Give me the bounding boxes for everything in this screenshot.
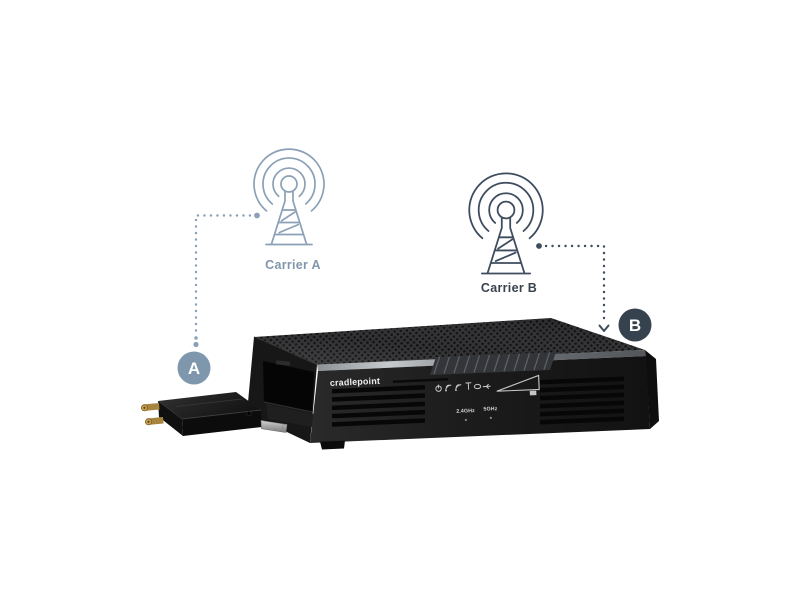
carrier-a-badge-circle [177,351,211,385]
band-5ghz-label: 5GHz [483,406,497,413]
indicator-row [435,374,540,396]
modem-connector-tab-tip [282,423,284,432]
antenna-connector [140,403,160,412]
dotted-path [544,244,606,324]
carrier-b-connector-dotted-line [536,243,610,332]
power-icon [435,384,442,392]
wifi-5ghz-led [489,416,492,419]
router-foot [320,440,345,450]
usb-icon [483,383,491,389]
modem-top-groove [175,398,243,407]
carrier-b-badge: B [618,308,652,342]
band-24ghz-label: 2.4GHz [456,408,475,415]
modem-connector-tab [260,420,288,433]
carrier-b-label: Carrier B [481,281,537,295]
front-slot [393,378,448,383]
cradlepoint-logo: cradlepoint [330,376,381,388]
left-vent-grille [332,385,425,427]
modem-bay-opening [263,361,314,412]
modem-screw [246,410,252,416]
wifi-24ghz-led [464,418,468,422]
right-vent-grille [540,376,624,425]
router-right-face [645,350,659,429]
carrier-a-badge: A [177,351,211,385]
dotted-line-start-dot [254,212,260,219]
antenna-connector [144,417,164,426]
modem-bay-latch [275,360,291,366]
wifi-24ghz-icon [445,384,452,392]
carrier-b-badge-circle [618,308,652,342]
modem-left-face [158,401,183,436]
modem-bay-lower-edge [263,401,313,413]
dotted-line-end-dot [193,341,199,348]
antenna-icon [465,382,472,390]
carrier-b-badge-letter: B [629,316,641,335]
dotted-line-start-dot [536,243,542,249]
modem-bay-lip [266,404,314,427]
modem-top-face [158,392,261,419]
carrier-a-badge-letter: A [188,359,200,378]
ethernet-icon [473,383,482,390]
dotted-line-dot [194,336,198,340]
band-labels: 2.4GHz 5GHz [456,406,498,422]
arrow-down-icon [598,324,610,332]
modem-module [140,392,288,436]
carrier-a-connector-dotted-line [193,212,260,348]
signal-strength-wedge-icon [496,374,540,396]
ridge-lines [433,352,551,375]
modem-front-face [182,410,262,436]
router-device: cradlepoint [247,318,659,450]
wifi-5ghz-icon [455,384,462,391]
carrier-a-label: Carrier A [265,258,321,272]
